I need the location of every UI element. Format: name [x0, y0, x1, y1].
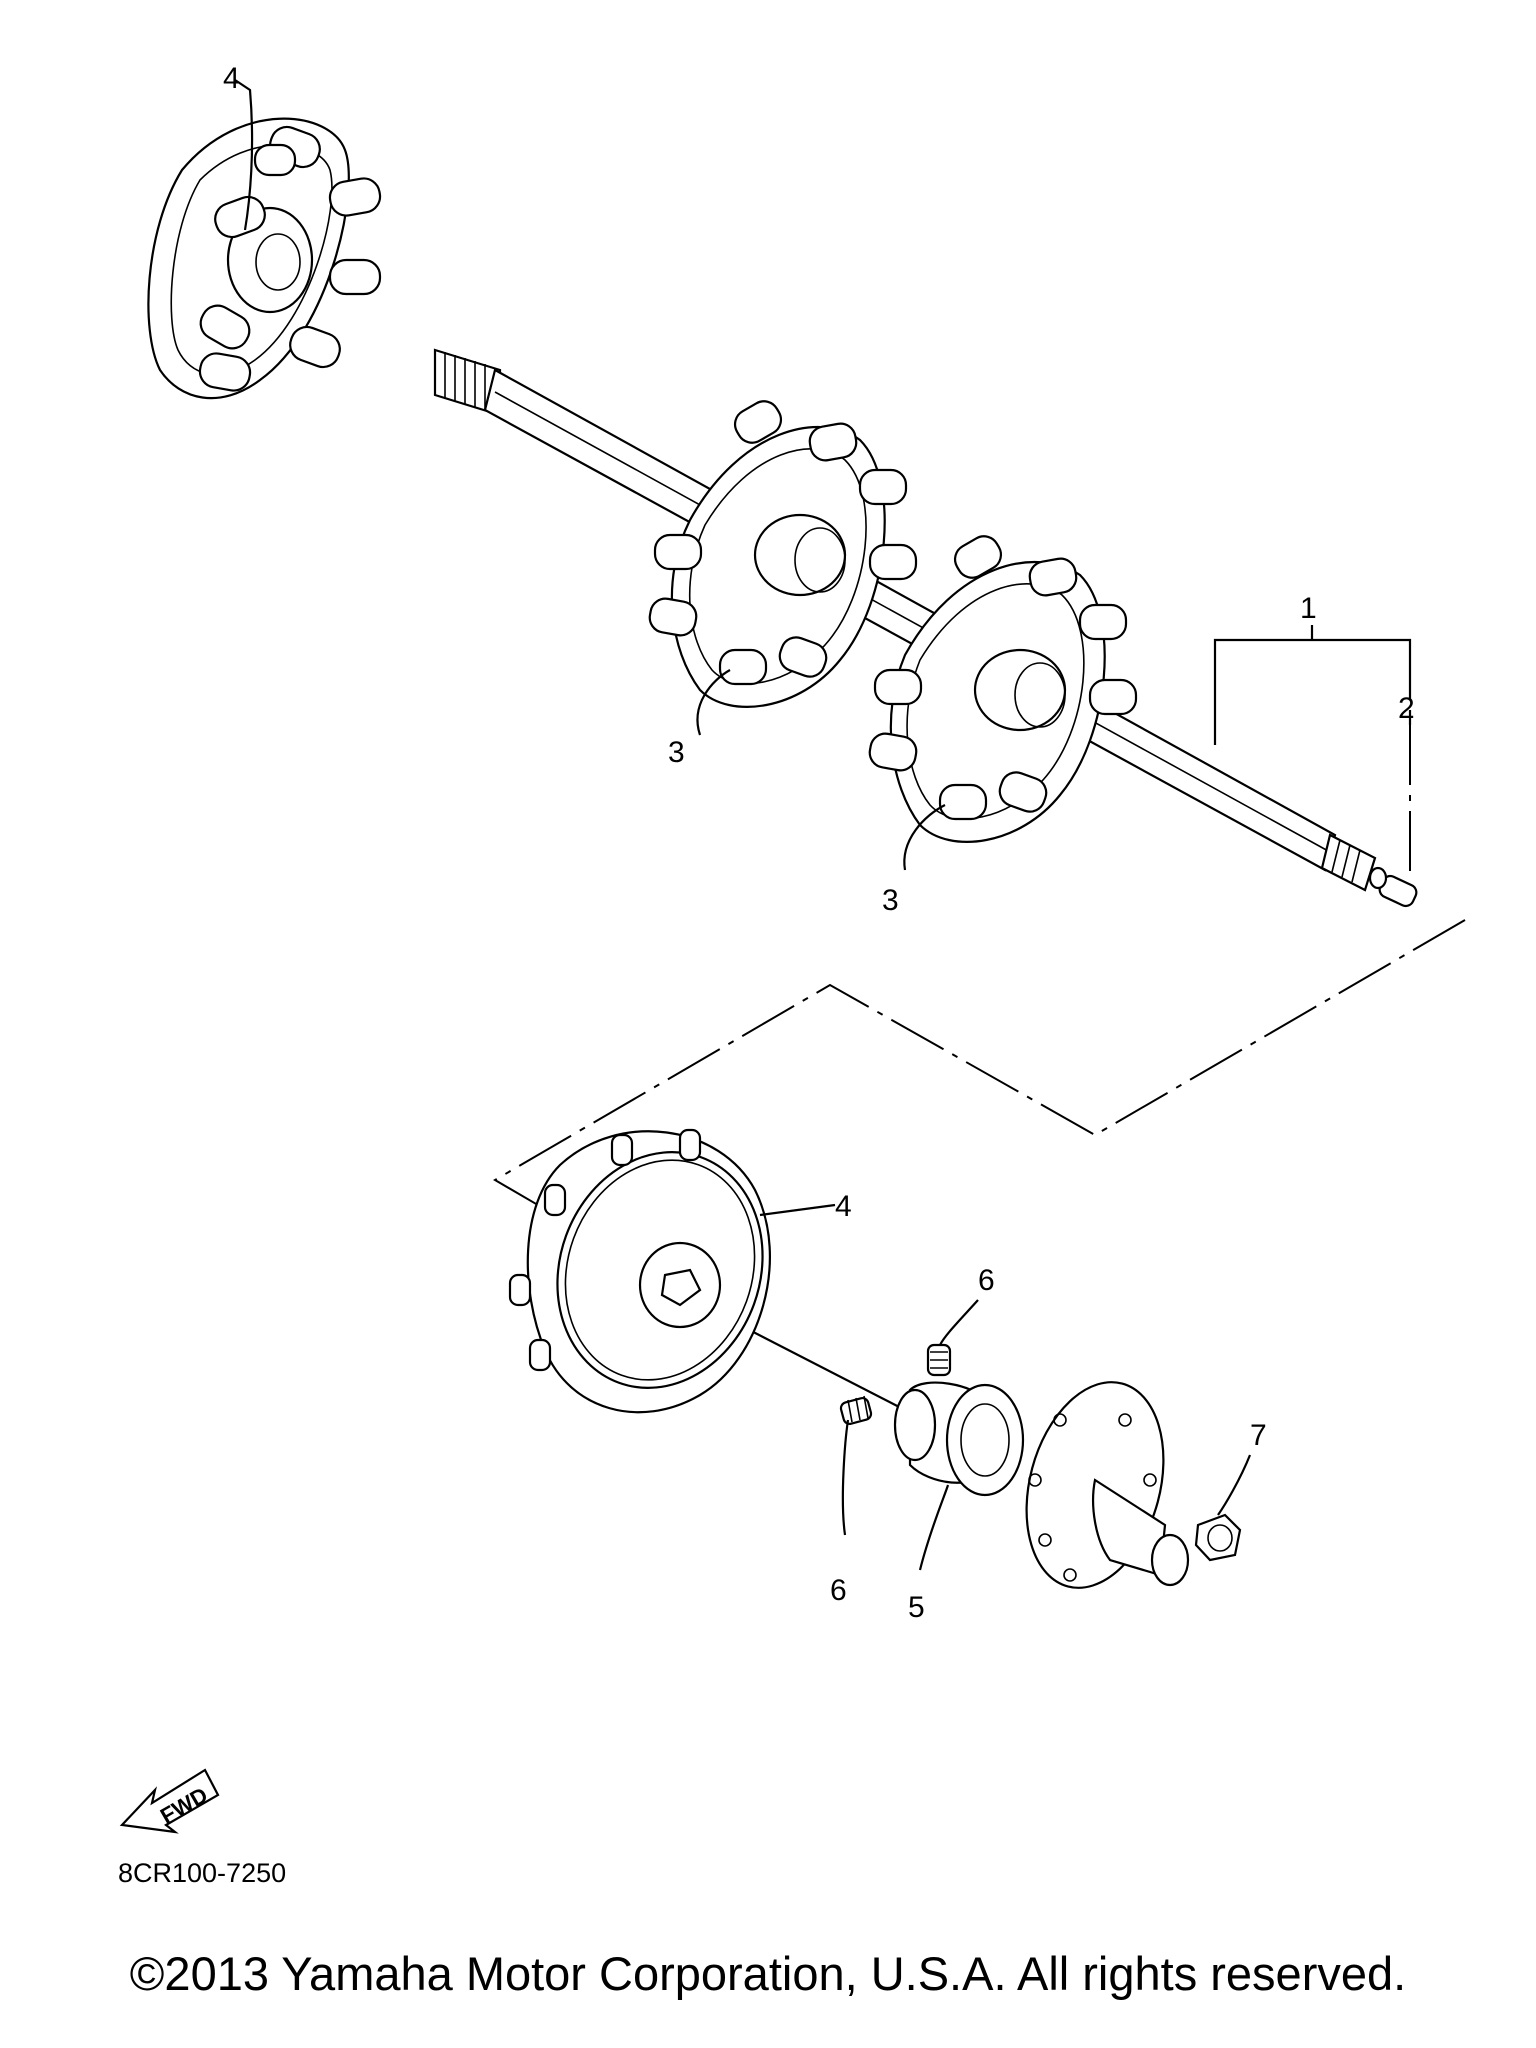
plug-part-2 — [1368, 866, 1418, 908]
leader-lines — [234, 79, 1412, 1571]
callout-bracket — [1213, 625, 1412, 880]
drawing-number: 8CR100-7250 — [118, 1858, 287, 1888]
callout-4-top: 4 — [223, 62, 240, 95]
set-screw-lower — [839, 1395, 873, 1426]
sprocket-wheel-lower — [508, 1128, 771, 1414]
drive-shaft — [433, 348, 1377, 892]
bearing-5 — [893, 1381, 1025, 1497]
leader-4b-to-bearing — [729, 1319, 906, 1411]
callout-6-lower: 6 — [830, 1574, 847, 1607]
nut-7 — [1194, 1513, 1242, 1562]
callout-5: 5 — [908, 1591, 925, 1624]
callout-6-upper: 6 — [978, 1264, 995, 1297]
callout-1: 1 — [1300, 592, 1317, 625]
hub-flange — [1025, 1381, 1190, 1589]
callout-2: 2 — [1398, 692, 1415, 725]
callout-4-lower: 4 — [835, 1190, 852, 1223]
sprocket-3-first — [648, 400, 918, 708]
callout-7: 7 — [1250, 1419, 1267, 1452]
sprocket-top-left — [147, 117, 382, 400]
sprocket-3-second — [868, 535, 1138, 843]
callout-3-second: 3 — [882, 884, 899, 917]
alignment-line — [493, 919, 1466, 1216]
callout-3-first: 3 — [668, 736, 685, 769]
fwd-arrow-icon: FWD — [119, 1768, 220, 1834]
copyright-notice: ©2013 Yamaha Motor Corporation, U.S.A. A… — [129, 1947, 1407, 2000]
set-screw-upper — [926, 1343, 952, 1377]
